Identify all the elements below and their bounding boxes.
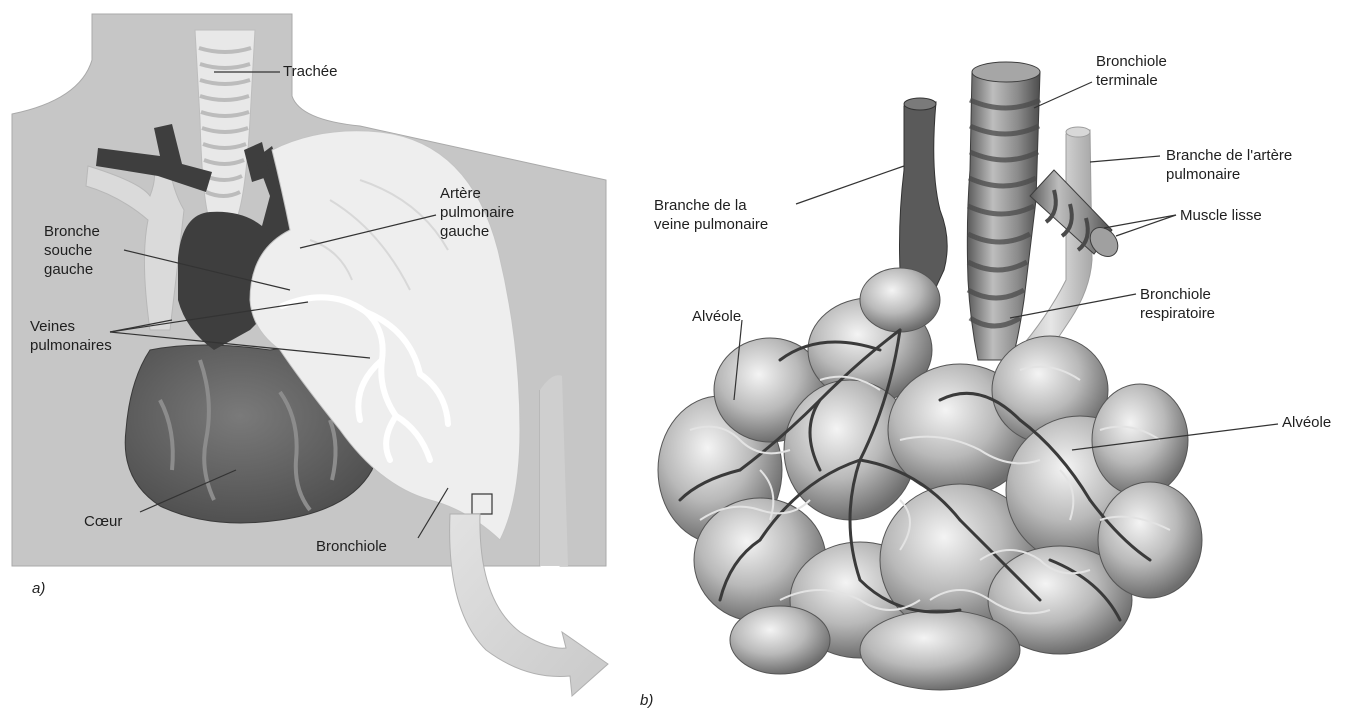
label-bronchiole: Bronchiole xyxy=(316,537,387,556)
alveolar-sacs xyxy=(658,268,1202,690)
label-artere-line1: Artère xyxy=(440,184,514,203)
label-alveole-right: Alvéole xyxy=(1282,413,1331,432)
label-veines-pulmonaires: Veines pulmonaires xyxy=(30,317,112,355)
label-alveole-left-text: Alvéole xyxy=(692,307,741,326)
label-bronche-line3: gauche xyxy=(44,260,100,279)
panel-b-art xyxy=(658,62,1202,690)
label-trachee-text: Trachée xyxy=(283,62,337,81)
label-alveole-right-text: Alvéole xyxy=(1282,413,1331,432)
label-branche-artere-pulmonaire: Branche de l'artère pulmonaire xyxy=(1166,146,1292,184)
label-veines-line2: pulmonaires xyxy=(30,336,112,355)
label-bronche-line1: Bronche xyxy=(44,222,100,241)
label-bronche-souche-gauche: Bronche souche gauche xyxy=(44,222,100,279)
panel-a-tag: a) xyxy=(32,580,45,597)
label-bronchiole-resp-line2: respiratoire xyxy=(1140,304,1215,323)
label-branche-veine-line2: veine pulmonaire xyxy=(654,215,768,234)
label-branche-artere-line2: pulmonaire xyxy=(1166,165,1292,184)
label-alveole-left: Alvéole xyxy=(692,307,741,326)
label-bronchiole-text: Bronchiole xyxy=(316,537,387,556)
label-trachee: Trachée xyxy=(283,62,337,81)
label-artere-pulmonaire-gauche: Artère pulmonaire gauche xyxy=(440,184,514,241)
label-bronchiole-resp-line1: Bronchiole xyxy=(1140,285,1215,304)
label-muscle-lisse-text: Muscle lisse xyxy=(1180,206,1262,225)
label-artere-line3: gauche xyxy=(440,222,514,241)
panel-b-tag: b) xyxy=(640,692,653,709)
label-bronchiole-respiratoire: Bronchiole respiratoire xyxy=(1140,285,1215,323)
label-branche-artere-line1: Branche de l'artère xyxy=(1166,146,1292,165)
panel-a-art xyxy=(12,14,606,566)
label-coeur-text: Cœur xyxy=(84,512,122,531)
label-coeur: Cœur xyxy=(84,512,122,531)
label-muscle-lisse: Muscle lisse xyxy=(1180,206,1262,225)
label-bronchiole-terminale: Bronchiole terminale xyxy=(1096,52,1167,90)
label-veines-line1: Veines xyxy=(30,317,112,336)
label-branche-veine-line1: Branche de la xyxy=(654,196,768,215)
label-bronche-line2: souche xyxy=(44,241,100,260)
label-bronchiole-terminale-line2: terminale xyxy=(1096,71,1167,90)
label-branche-veine-pulmonaire: Branche de la veine pulmonaire xyxy=(654,196,768,234)
label-artere-line2: pulmonaire xyxy=(440,203,514,222)
label-bronchiole-terminale-line1: Bronchiole xyxy=(1096,52,1167,71)
